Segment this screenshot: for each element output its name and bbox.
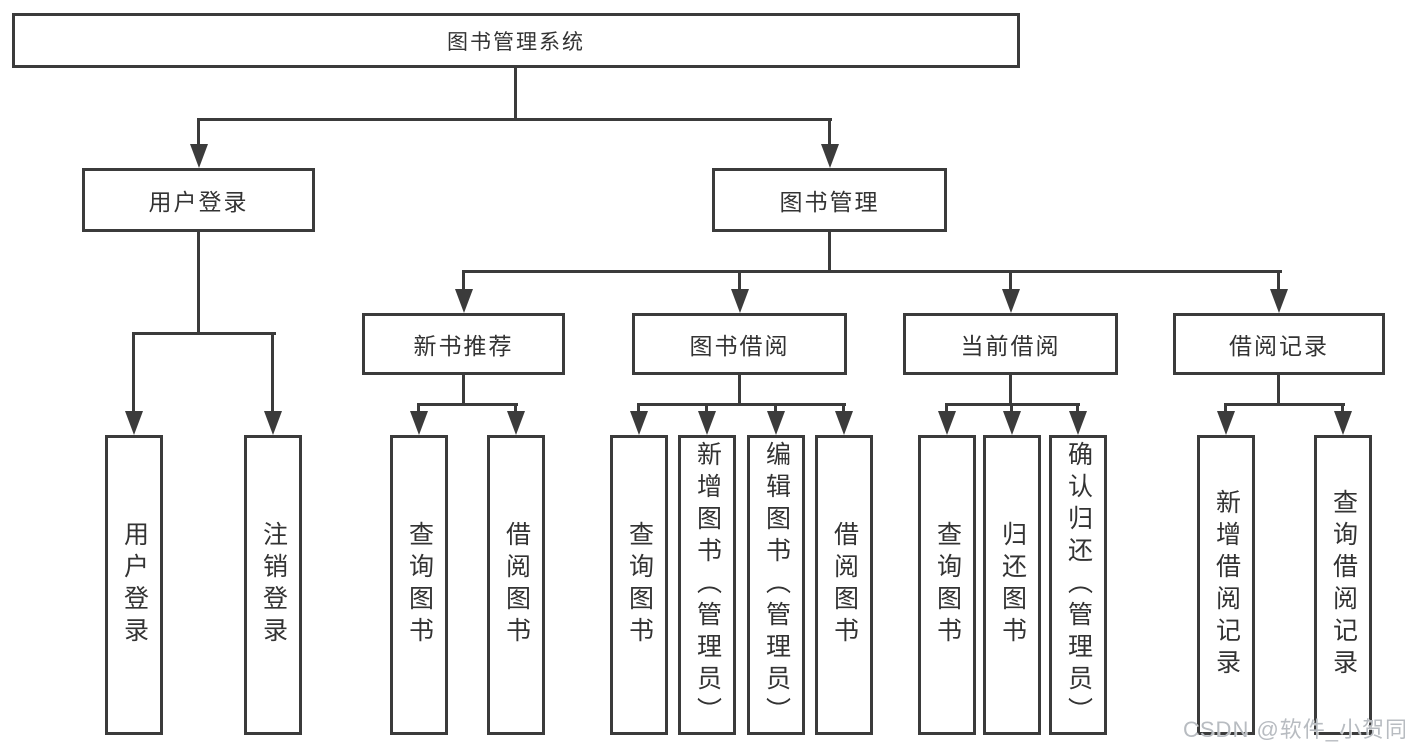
arrowhead-down-icon bbox=[938, 411, 956, 435]
leaf-bb-edit-books-admin: 编辑图书（管理员） bbox=[747, 435, 805, 735]
connector-line bbox=[1277, 375, 1280, 406]
leaf-bb-add-books-admin: 新增图书（管理员） bbox=[678, 435, 736, 735]
connector-line bbox=[738, 375, 741, 406]
connector-line bbox=[197, 118, 832, 121]
arrowhead-down-icon bbox=[264, 411, 282, 435]
connector-line bbox=[705, 406, 708, 413]
node-library-system: 图书管理系统 bbox=[12, 13, 1020, 68]
leaf-br-add-record: 新增借阅记录 bbox=[1197, 435, 1255, 735]
connector-line bbox=[945, 406, 948, 413]
arrowhead-down-icon bbox=[630, 411, 648, 435]
connector-line bbox=[1341, 406, 1344, 413]
leaf-logout: 注销登录 bbox=[244, 435, 302, 735]
arrowhead-down-icon bbox=[1334, 411, 1352, 435]
arrowhead-down-icon bbox=[767, 411, 785, 435]
leaf-bb-query-books: 查询图书 bbox=[610, 435, 668, 735]
node-user-login: 用户登录 bbox=[82, 168, 315, 232]
connector-line bbox=[828, 121, 831, 146]
arrowhead-down-icon bbox=[1003, 411, 1021, 435]
connector-line bbox=[132, 335, 135, 413]
leaf-cb-confirm-return-admin: 确认归还（管理员） bbox=[1049, 435, 1107, 735]
connector-line bbox=[514, 68, 517, 121]
connector-line bbox=[1224, 406, 1227, 413]
connector-line bbox=[1009, 273, 1012, 291]
connector-line bbox=[774, 406, 777, 413]
leaf-bb-borrow-books: 借阅图书 bbox=[815, 435, 873, 735]
node-borrowing-records: 借阅记录 bbox=[1173, 313, 1385, 375]
arrowhead-down-icon bbox=[190, 144, 208, 168]
arrowhead-down-icon bbox=[410, 411, 428, 435]
arrowhead-down-icon bbox=[835, 411, 853, 435]
connector-line bbox=[1076, 406, 1079, 413]
connector-line bbox=[197, 232, 200, 333]
arrowhead-down-icon bbox=[455, 289, 473, 313]
connector-line bbox=[271, 335, 274, 413]
connector-line bbox=[842, 406, 845, 413]
connector-line bbox=[462, 270, 1282, 273]
arrowhead-down-icon bbox=[731, 289, 749, 313]
arrowhead-down-icon bbox=[1270, 289, 1288, 313]
connector-line bbox=[945, 403, 1080, 406]
connector-line bbox=[417, 406, 420, 413]
connector-line bbox=[197, 121, 200, 146]
arrowhead-down-icon bbox=[821, 144, 839, 168]
connector-line bbox=[828, 232, 831, 273]
connector-line bbox=[637, 403, 846, 406]
arrowhead-down-icon bbox=[698, 411, 716, 435]
watermark: CSDN @软件_小贺同学 bbox=[1183, 717, 1405, 742]
arrowhead-down-icon bbox=[1217, 411, 1235, 435]
node-book-management: 图书管理 bbox=[712, 168, 947, 232]
connector-line bbox=[738, 273, 741, 291]
connector-line bbox=[132, 332, 276, 335]
arrowhead-down-icon bbox=[507, 411, 525, 435]
arrowhead-down-icon bbox=[1002, 289, 1020, 313]
connector-line bbox=[637, 406, 640, 413]
arrowhead-down-icon bbox=[1069, 411, 1087, 435]
leaf-nbr-query-books: 查询图书 bbox=[390, 435, 448, 735]
connector-line bbox=[462, 273, 465, 291]
node-new-book-recommendation: 新书推荐 bbox=[362, 313, 565, 375]
node-book-borrowing: 图书借阅 bbox=[632, 313, 847, 375]
connector-line bbox=[1224, 403, 1345, 406]
connector-line bbox=[1277, 273, 1280, 291]
connector-line bbox=[462, 375, 465, 406]
leaf-cb-query-books: 查询图书 bbox=[918, 435, 976, 735]
connector-line bbox=[514, 406, 517, 413]
connector-line bbox=[1009, 375, 1012, 406]
leaf-cb-return-books: 归还图书 bbox=[983, 435, 1041, 735]
arrowhead-down-icon bbox=[125, 411, 143, 435]
node-current-borrowing: 当前借阅 bbox=[903, 313, 1118, 375]
leaf-nbr-borrow-books: 借阅图书 bbox=[487, 435, 545, 735]
leaf-user-login: 用户登录 bbox=[105, 435, 163, 735]
connector-line bbox=[417, 403, 518, 406]
connector-line bbox=[1010, 406, 1013, 413]
leaf-br-query-record: 查询借阅记录 bbox=[1314, 435, 1372, 735]
